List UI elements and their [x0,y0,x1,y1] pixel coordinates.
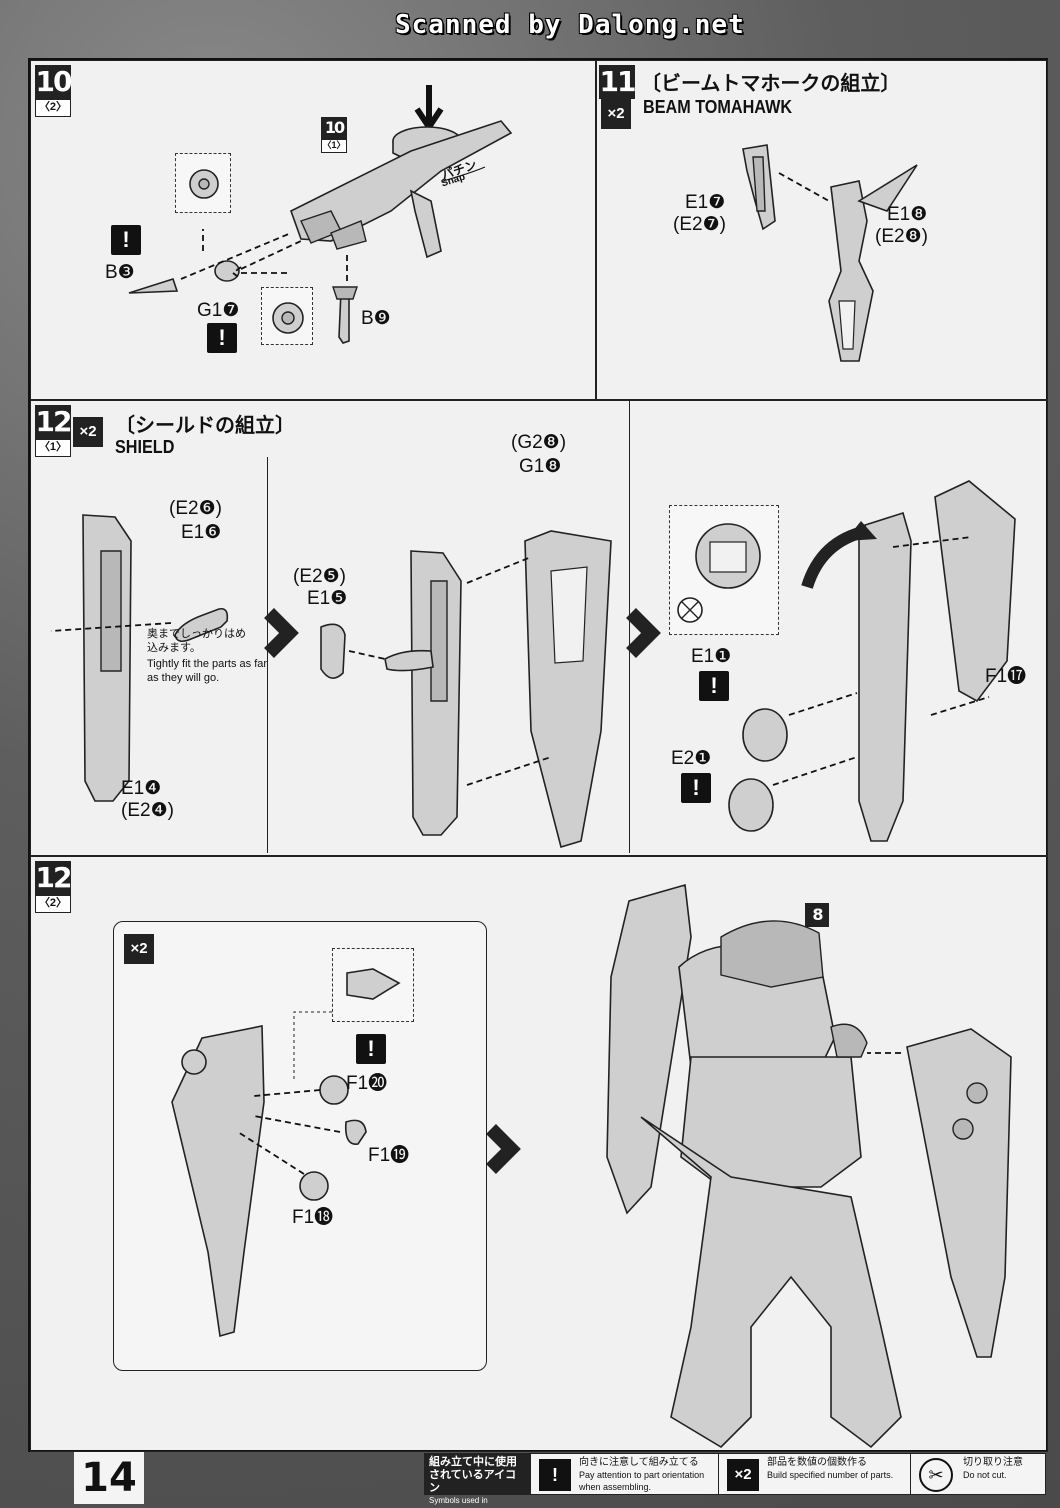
divider [629,401,630,853]
ref-step-sub: 〈1〉 [321,139,347,153]
part-label-g28: (G2❽) [511,432,567,453]
part-label-e25: (E2❺) [293,566,346,587]
shield-assembly-drawing [50,480,1016,849]
orientation-warning-icon: ! [207,323,237,353]
part-label-e11: E1❶ [691,646,732,667]
detail-box-emblem [669,505,779,635]
rifle-assembly-drawing [128,85,513,344]
step-number: 12 [35,405,72,439]
part-label-e16: E1❻ [181,522,222,543]
step-sub: 〈1〉 [35,439,71,457]
ref-step-number: 8 [805,903,829,927]
part-label-e14: E1❹ [121,778,162,799]
step-sub: 〈2〉 [35,895,71,913]
legend-text: 部品を数値の個数作る Build specified number of par… [767,1457,893,1481]
note-jp: 奥までしっかりはめ込みます。 [147,628,246,654]
legend-en: Pay attention to part orientation when a… [579,1470,705,1492]
step-number: 12 [35,861,72,895]
warning-icon: ! [539,1459,571,1491]
quantity-x2-icon: ×2 [73,417,103,447]
legend-jp: 向きに注意して組み立てる [579,1457,699,1468]
part-label-f120: F1⓴ [346,1073,388,1094]
part-label-b3: B❸ [105,262,135,283]
legend-item-quantity: ×2 部品を数値の個数作る Build specified number of … [719,1454,911,1494]
part-label-f119: F1⓳ [368,1145,410,1166]
legend-jp: 切り取り注意 [963,1457,1023,1468]
part-label-f118: F1⓲ [292,1207,334,1228]
quantity-x2-icon: ×2 [601,99,631,129]
legend-en: Build specified number of parts. [767,1470,894,1480]
part-label-g17: G1❼ [197,300,240,321]
scissors-icon: ✂ [919,1458,953,1492]
legend-header-en: Symbols used in instructions [429,1496,488,1508]
step-title-jp: 〔シールドの組立〕 [115,413,295,437]
tomahawk-assembly-drawing [742,144,918,362]
instruction-sheet: 10 〈2〉 10 〈1〉 パチン [28,58,1048,1452]
ref-step-number: 10 [321,117,347,139]
legend-header-jp: 組み立て中に使用されているアイコン [429,1456,517,1494]
emblem-detail-icon [677,523,761,623]
joint-detail-icon [272,302,304,334]
detail-box-spike [332,948,414,1022]
quantity-x2-icon: ×2 [124,934,154,964]
spike-detail-icon [346,968,401,1000]
step-title-en: BEAM TOMAHAWK [643,97,793,117]
legend-item-orientation: ! 向きに注意して組み立てる Pay attention to part ori… [531,1454,719,1494]
watermark: Scanned by Dalong.net [395,10,745,40]
step-11-panel: 11 ×2 〔ビームトマホークの組立〕 BEAM TOMAHAWK E1❼ (E… [596,60,1048,400]
part-label-f117: F1⓱ [985,666,1027,687]
part-label-e26: (E2❻) [169,498,222,519]
step-number: 10 [35,65,72,99]
step-title-jp: 〔ビームトマホークの組立〕 [641,71,901,95]
orientation-warning-icon: ! [111,225,141,255]
page-number: 14 [74,1452,144,1504]
step-12-2-panel: 12 〈2〉 ×2 ! F1⓴ F1⓳ F1⓲ [30,856,1048,1452]
step-sub: 〈2〉 [35,99,71,117]
cap-detail-icon [189,169,219,199]
divider [267,457,268,853]
legend-text: 向きに注意して組み立てる Pay attention to part orien… [579,1457,718,1493]
detail-box-bottom [261,287,313,345]
part-label-e18: E1❽ [887,204,928,225]
part-label-e27: (E2❼) [673,214,726,235]
step-number: 11 [599,65,636,99]
part-label-e28: (E2❽) [875,226,928,247]
part-label-e24: (E2❹) [121,800,174,821]
step-12-1-panel: 12 〈1〉 ×2 〔シールドの組立〕 SHIELD [30,400,1048,856]
spike-shield-drawing [171,1011,367,1338]
orientation-warning-icon: ! [681,773,711,803]
orientation-warning-icon: ! [699,671,729,701]
note-en: Tightly fit the parts as far as they wil… [147,658,268,684]
legend-header: 組み立て中に使用されているアイコン Symbols used in instru… [425,1454,531,1508]
step-10-panel: 10 〈2〉 10 〈1〉 パチン [30,60,596,400]
icon-legend: 組み立て中に使用されているアイコン Symbols used in instru… [424,1453,1046,1508]
quantity-x2-icon: ×2 [727,1459,759,1491]
detail-box-top [175,153,231,213]
legend-en: Do not cut. [963,1470,1007,1480]
subassembly-box: ×2 ! F1⓴ F1⓳ F1⓲ [113,921,487,1371]
orientation-warning-icon: ! [356,1034,386,1064]
part-label-b9: B❾ [361,308,391,329]
part-label-g18: G1❽ [519,456,562,477]
step-title-en: SHIELD [115,437,175,457]
part-label-e21: E2❶ [671,748,712,769]
legend-item-nocut: ✂ 切り取り注意 Do not cut. [911,1454,1045,1494]
final-assembly-drawing [486,883,1012,1449]
legend-text: 切り取り注意 Do not cut. [963,1457,1023,1481]
legend-jp: 部品を数値の個数作る [767,1457,867,1468]
part-label-e17: E1❼ [685,192,726,213]
part-label-e15: E1❺ [307,588,348,609]
